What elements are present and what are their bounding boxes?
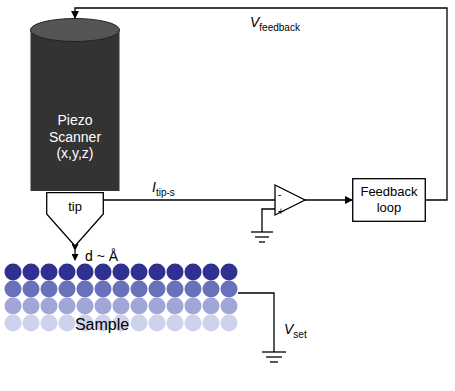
ground-symbol (251, 232, 273, 242)
signal-label: V (250, 14, 259, 30)
distance-label: d ~ Å (85, 248, 118, 264)
ground-symbol (262, 352, 286, 362)
pin-sign: + (278, 206, 284, 217)
pin-sign: + (278, 203, 284, 217)
signal-label: Vfeedback (250, 15, 300, 33)
pin-sign: - (278, 189, 281, 200)
opamp-ground-wire (262, 209, 275, 232)
tip-shape: tip (46, 192, 104, 247)
sample-label-box: Sample (62, 314, 142, 336)
distance-label: d ~ Å (85, 249, 118, 263)
signal-wire (75, 8, 447, 200)
node-text: Feedback loop (357, 184, 421, 215)
signal-label: V (284, 321, 293, 337)
subscript: feedback (259, 22, 300, 33)
node-text: Sample (75, 315, 129, 334)
subscript: set (293, 329, 306, 340)
node-text: Piezo Scanner (x,y,z) (36, 112, 114, 162)
node-text: tip (68, 199, 82, 215)
subscript: tip-s (156, 187, 175, 198)
pin-sign: - (278, 186, 281, 200)
distance-arrow (74, 250, 75, 260)
signal-label: Itip-s (152, 180, 175, 198)
signal-wire (104, 199, 352, 200)
piezo-scanner-outline (30, 18, 120, 192)
signal-label: I (152, 179, 156, 195)
feedback-box: Feedback loop (352, 178, 426, 222)
signal-label: Vset (284, 322, 307, 340)
piezo-scanner: Piezo Scanner (x,y,z) (30, 18, 120, 192)
bias-wire (238, 293, 274, 352)
